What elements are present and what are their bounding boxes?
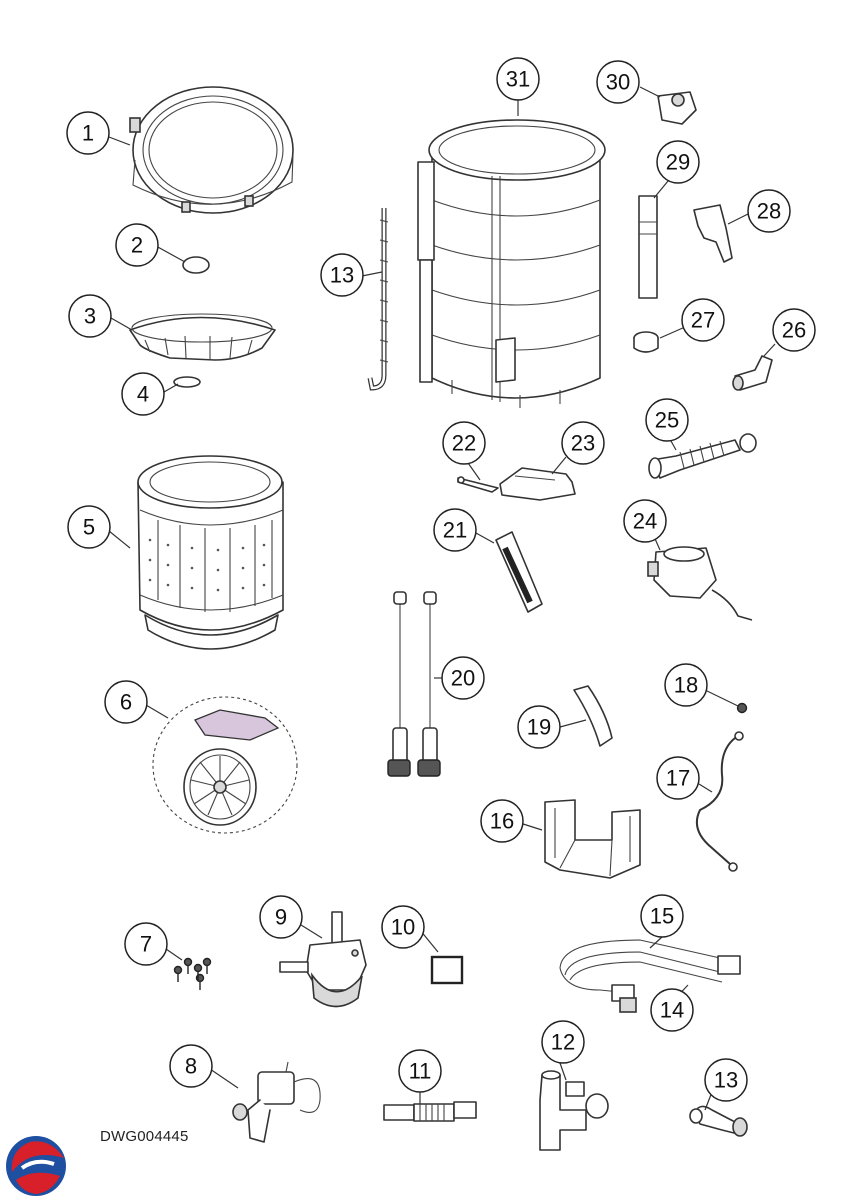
svg-text:2: 2 (131, 233, 143, 258)
part-strip (638, 195, 658, 299)
callout-12: 12 (541, 1020, 585, 1064)
svg-text:20: 20 (451, 666, 475, 691)
part-pulsator-assembly (152, 696, 298, 834)
part-drain-hose-short (383, 1101, 477, 1122)
callout-28: 28 (747, 189, 791, 233)
svg-text:17: 17 (666, 766, 690, 791)
svg-text:22: 22 (452, 431, 476, 456)
part-clip (457, 476, 499, 493)
part-balance-ring (129, 313, 276, 361)
callout-20: 20 (441, 656, 485, 700)
callout-31: 31 (496, 57, 540, 101)
callout-29: 29 (656, 140, 700, 184)
svg-text:19: 19 (527, 715, 551, 740)
part-motor (647, 546, 753, 621)
callout-9: 9 (259, 895, 303, 939)
svg-text:31: 31 (506, 67, 530, 92)
callout-19: 19 (517, 705, 561, 749)
callout-30: 30 (596, 60, 640, 104)
part-o-ring (173, 376, 201, 388)
callout-16: 16 (480, 799, 524, 843)
callout-10: 10 (381, 905, 425, 949)
part-inlet-hoses (559, 939, 741, 1013)
svg-text:21: 21 (443, 518, 467, 543)
svg-text:3: 3 (84, 304, 96, 329)
callout-23: 23 (561, 421, 605, 465)
svg-text:13: 13 (330, 263, 354, 288)
part-seal-ring-small (182, 256, 210, 274)
callout-13-air-tube: 13 (320, 253, 364, 297)
callout-18: 18 (664, 663, 708, 707)
part-cap (633, 331, 659, 353)
part-ground-wire (696, 731, 744, 872)
part-elbow-hose (732, 355, 773, 391)
svg-text:26: 26 (782, 318, 806, 343)
svg-text:9: 9 (275, 905, 287, 930)
svg-text:18: 18 (674, 673, 698, 698)
part-gasket (430, 955, 464, 985)
part-motor-bracket (544, 799, 641, 879)
callout-1: 1 (66, 111, 110, 155)
svg-text:8: 8 (185, 1054, 197, 1079)
brand-logo-icon (6, 1136, 66, 1196)
part-drain-hose-long (648, 433, 757, 479)
svg-text:30: 30 (606, 70, 630, 95)
part-nut (736, 702, 748, 714)
svg-text:28: 28 (757, 199, 781, 224)
svg-text:1: 1 (82, 121, 94, 146)
part-inner-basket (137, 455, 284, 650)
callout-7: 7 (124, 922, 168, 966)
drawing-code: DWG004445 (100, 1128, 189, 1145)
part-pad (573, 685, 613, 747)
callout-8: 8 (169, 1044, 213, 1088)
part-bracket (693, 204, 733, 263)
svg-text:16: 16 (490, 809, 514, 834)
part-drain-pump (232, 1061, 321, 1143)
svg-text:4: 4 (137, 382, 149, 407)
svg-text:27: 27 (691, 308, 715, 333)
svg-text:6: 6 (120, 690, 132, 715)
svg-text:11: 11 (409, 1059, 432, 1084)
callout-22: 22 (442, 421, 486, 465)
svg-text:13: 13 (714, 1068, 738, 1093)
svg-text:10: 10 (391, 915, 415, 940)
part-drain-valve (539, 1070, 609, 1151)
part-hose-elbow (689, 1105, 748, 1137)
svg-text:25: 25 (655, 408, 679, 433)
callout-13-elbow: 13 (704, 1058, 748, 1102)
callout-27: 27 (681, 298, 725, 342)
part-pressure-switch (657, 91, 697, 125)
part-outer-tub (417, 119, 606, 408)
svg-text:15: 15 (650, 904, 674, 929)
svg-text:12: 12 (551, 1030, 575, 1055)
callout-15: 15 (640, 894, 684, 938)
callout-25: 25 (645, 398, 689, 442)
svg-text:24: 24 (633, 509, 657, 534)
callout-2: 2 (115, 223, 159, 267)
callout-17: 17 (656, 756, 700, 800)
svg-text:29: 29 (666, 150, 690, 175)
callout-26: 26 (772, 308, 816, 352)
callout-3: 3 (68, 294, 112, 338)
part-screws (173, 957, 212, 990)
callout-24: 24 (623, 499, 667, 543)
svg-text:7: 7 (140, 932, 152, 957)
callout-14: 14 (650, 988, 694, 1032)
svg-text:14: 14 (660, 998, 684, 1023)
part-filter-housing (499, 467, 576, 501)
svg-text:23: 23 (571, 431, 595, 456)
callout-5: 5 (67, 505, 111, 549)
callout-4: 4 (121, 372, 165, 416)
part-suspension-rods (387, 591, 441, 777)
part-lint-filter (495, 531, 543, 613)
callout-11: 11 (398, 1049, 442, 1093)
callout-21: 21 (433, 508, 477, 552)
part-outer-tub-cover (129, 86, 294, 214)
part-gear-case-clutch (279, 911, 367, 1008)
part-air-tube (367, 208, 389, 391)
callout-6: 6 (104, 680, 148, 724)
svg-text:5: 5 (83, 515, 95, 540)
